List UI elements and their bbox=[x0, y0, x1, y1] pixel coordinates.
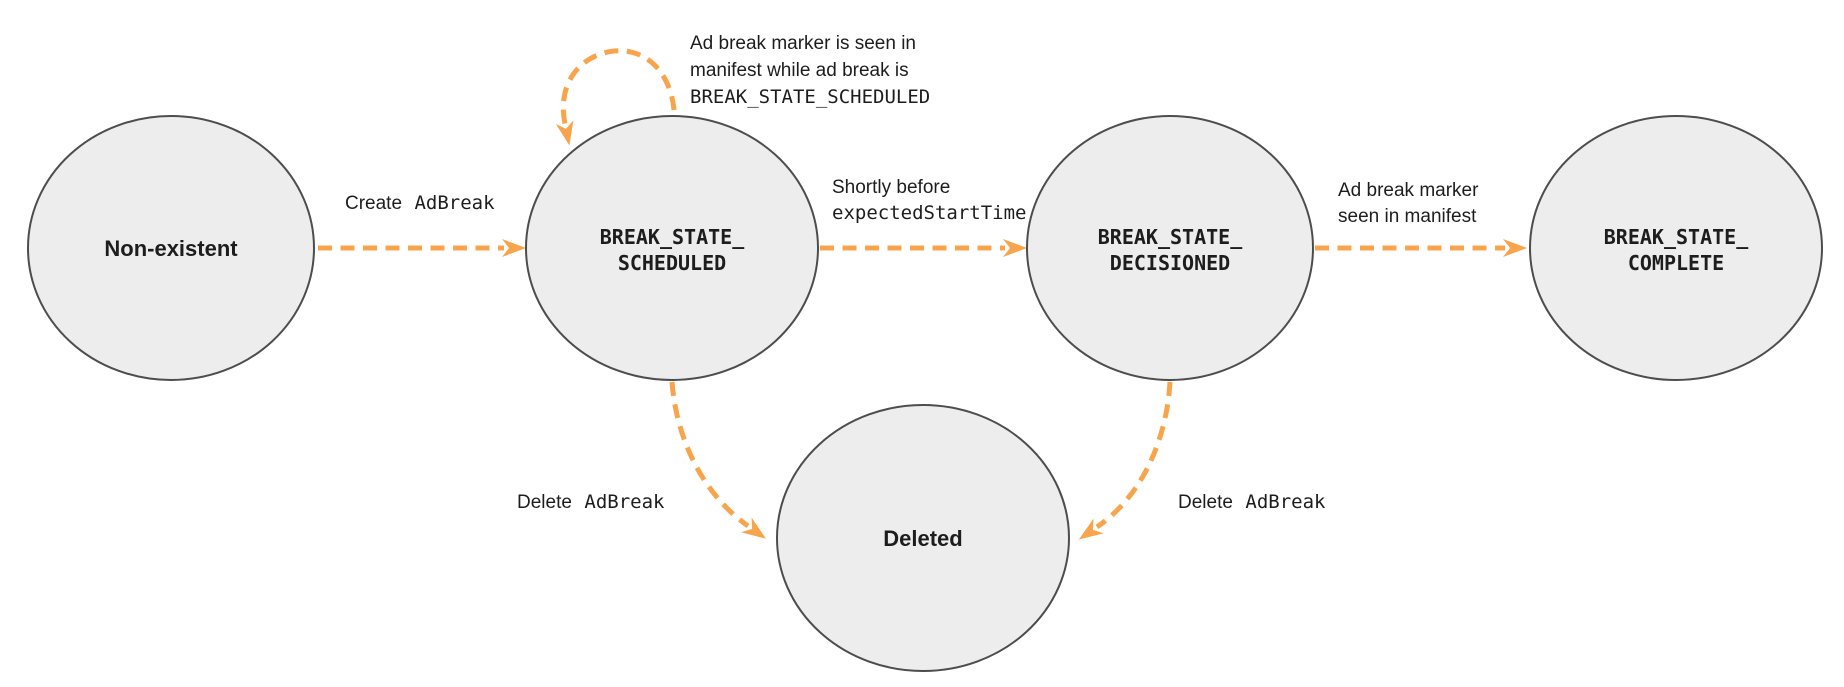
edge-decisioned-to-complete-label-line1: Ad break marker bbox=[1338, 180, 1479, 201]
edge-scheduled-to-deleted-arrow bbox=[669, 381, 766, 539]
edge-scheduled-to-decisioned: Shortly before expectedStartTime bbox=[820, 177, 1027, 257]
node-deleted-label: Deleted bbox=[883, 526, 962, 551]
edge-self-loop-label-line1: Ad break marker is seen in bbox=[690, 33, 916, 54]
node-break-state-decisioned-label-line1: BREAK_STATE_ bbox=[1098, 225, 1243, 249]
edge-decisioned-to-complete: Ad break marker seen in manifest bbox=[1315, 180, 1527, 257]
node-break-state-decisioned-circle bbox=[1026, 115, 1314, 381]
edge-scheduled-to-decisioned-label-line1: Shortly before bbox=[832, 177, 950, 198]
edge-decisioned-to-deleted-arrow bbox=[1078, 381, 1173, 540]
edge-self-loop-label-line3: BREAK_STATE_SCHEDULED bbox=[690, 86, 930, 108]
node-break-state-complete-label-line2: COMPLETE bbox=[1628, 251, 1724, 275]
node-break-state-complete-circle bbox=[1529, 115, 1823, 381]
node-break-state-decisioned: BREAK_STATE_ DECISIONED bbox=[1026, 115, 1314, 381]
edge-create-adbreak: Create AdBreak bbox=[318, 192, 526, 257]
edge-create-adbreak-label: Create AdBreak bbox=[345, 192, 495, 214]
edge-self-loop-label-line2: manifest while ad break is bbox=[690, 60, 909, 81]
node-break-state-decisioned-label-line2: DECISIONED bbox=[1110, 251, 1230, 275]
node-non-existent-label: Non-existent bbox=[104, 236, 238, 261]
node-non-existent-circle bbox=[27, 115, 315, 381]
edge-scheduled-to-deleted-label: Delete AdBreak bbox=[517, 491, 665, 513]
edge-self-loop-scheduled: Ad break marker is seen in manifest whil… bbox=[555, 33, 930, 146]
node-break-state-complete-label-line1: BREAK_STATE_ bbox=[1604, 225, 1749, 249]
node-break-state-scheduled-label-line2: SCHEDULED bbox=[618, 251, 726, 275]
node-deleted-circle bbox=[776, 404, 1070, 672]
node-break-state-scheduled-label-line1: BREAK_STATE_ bbox=[600, 225, 745, 249]
edge-scheduled-to-deleted: Delete AdBreak bbox=[517, 381, 766, 539]
node-break-state-scheduled-circle bbox=[525, 115, 819, 381]
node-break-state-complete: BREAK_STATE_ COMPLETE bbox=[1529, 115, 1823, 381]
node-non-existent: Non-existent bbox=[27, 115, 315, 381]
edge-scheduled-to-decisioned-label-line2: expectedStartTime bbox=[832, 202, 1026, 224]
node-deleted: Deleted bbox=[776, 404, 1070, 672]
node-break-state-scheduled: BREAK_STATE_ SCHEDULED bbox=[525, 115, 819, 381]
edge-decisioned-to-deleted-label: Delete AdBreak bbox=[1178, 491, 1326, 513]
edge-self-loop-arrow bbox=[555, 48, 677, 146]
edge-decisioned-to-deleted: Delete AdBreak bbox=[1078, 381, 1326, 540]
edge-decisioned-to-complete-label-line2: seen in manifest bbox=[1338, 206, 1477, 227]
